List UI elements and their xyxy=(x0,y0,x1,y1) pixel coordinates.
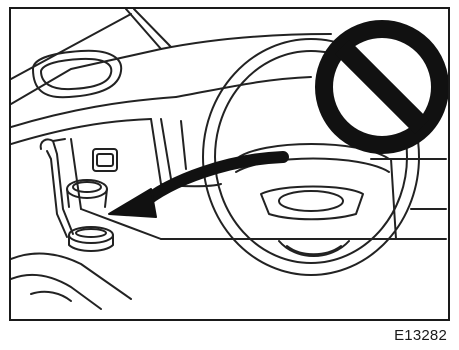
prohibition-icon xyxy=(324,29,440,145)
lower-console-outline xyxy=(11,254,131,309)
illustration-frame xyxy=(9,7,450,321)
cup-holder-icon xyxy=(41,139,113,251)
side-mirror-icon xyxy=(33,51,121,98)
car-interior-illustration xyxy=(11,9,450,321)
figure-code: E13282 xyxy=(394,327,447,344)
air-vent-icon xyxy=(93,149,117,171)
